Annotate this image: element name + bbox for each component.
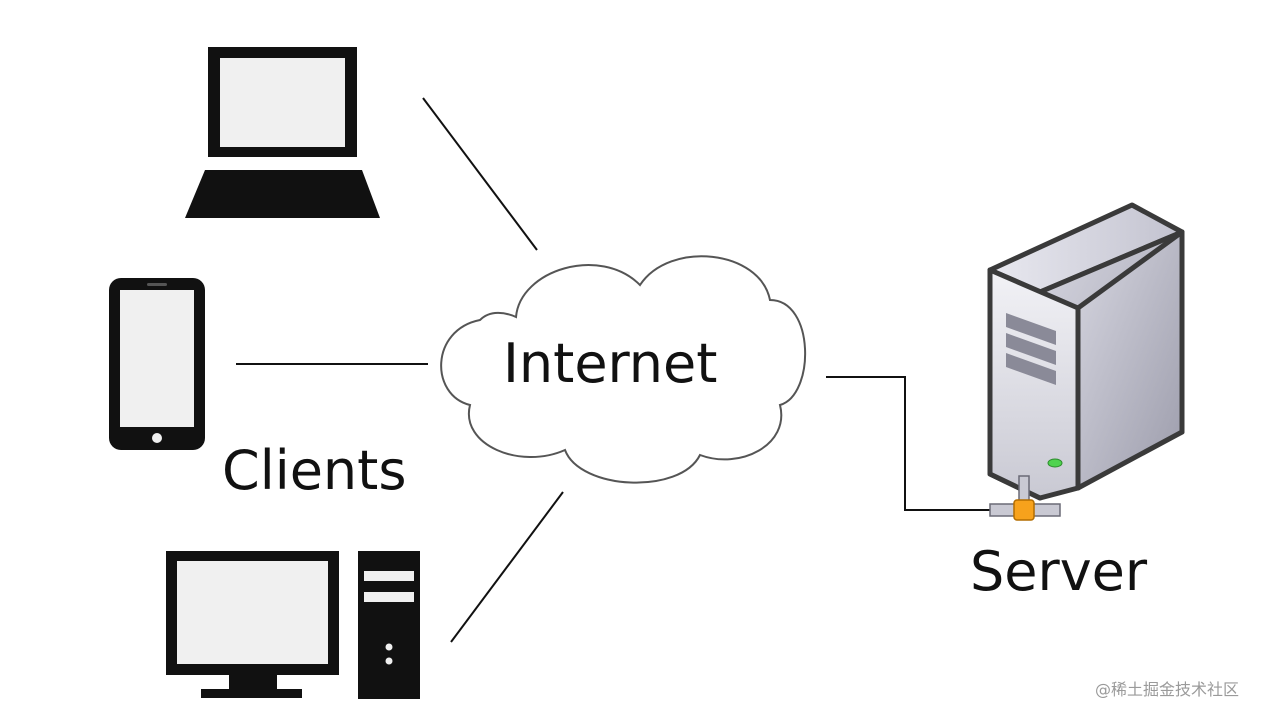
link-internet-server xyxy=(826,376,990,511)
watermark-text: @稀土掘金技术社区 xyxy=(1095,680,1240,699)
network-connector-icon xyxy=(989,475,1061,521)
server-label: Server xyxy=(970,540,1148,603)
smartphone-icon xyxy=(109,278,205,450)
laptop-icon xyxy=(185,47,380,218)
link-laptop-internet xyxy=(422,97,538,251)
desktop-computer-icon xyxy=(166,551,420,699)
internet-label: Internet xyxy=(503,332,718,395)
server-tower-icon xyxy=(987,202,1185,501)
cloud-icon xyxy=(440,255,806,484)
link-desktop-internet xyxy=(450,491,564,643)
clients-label: Clients xyxy=(222,439,407,502)
